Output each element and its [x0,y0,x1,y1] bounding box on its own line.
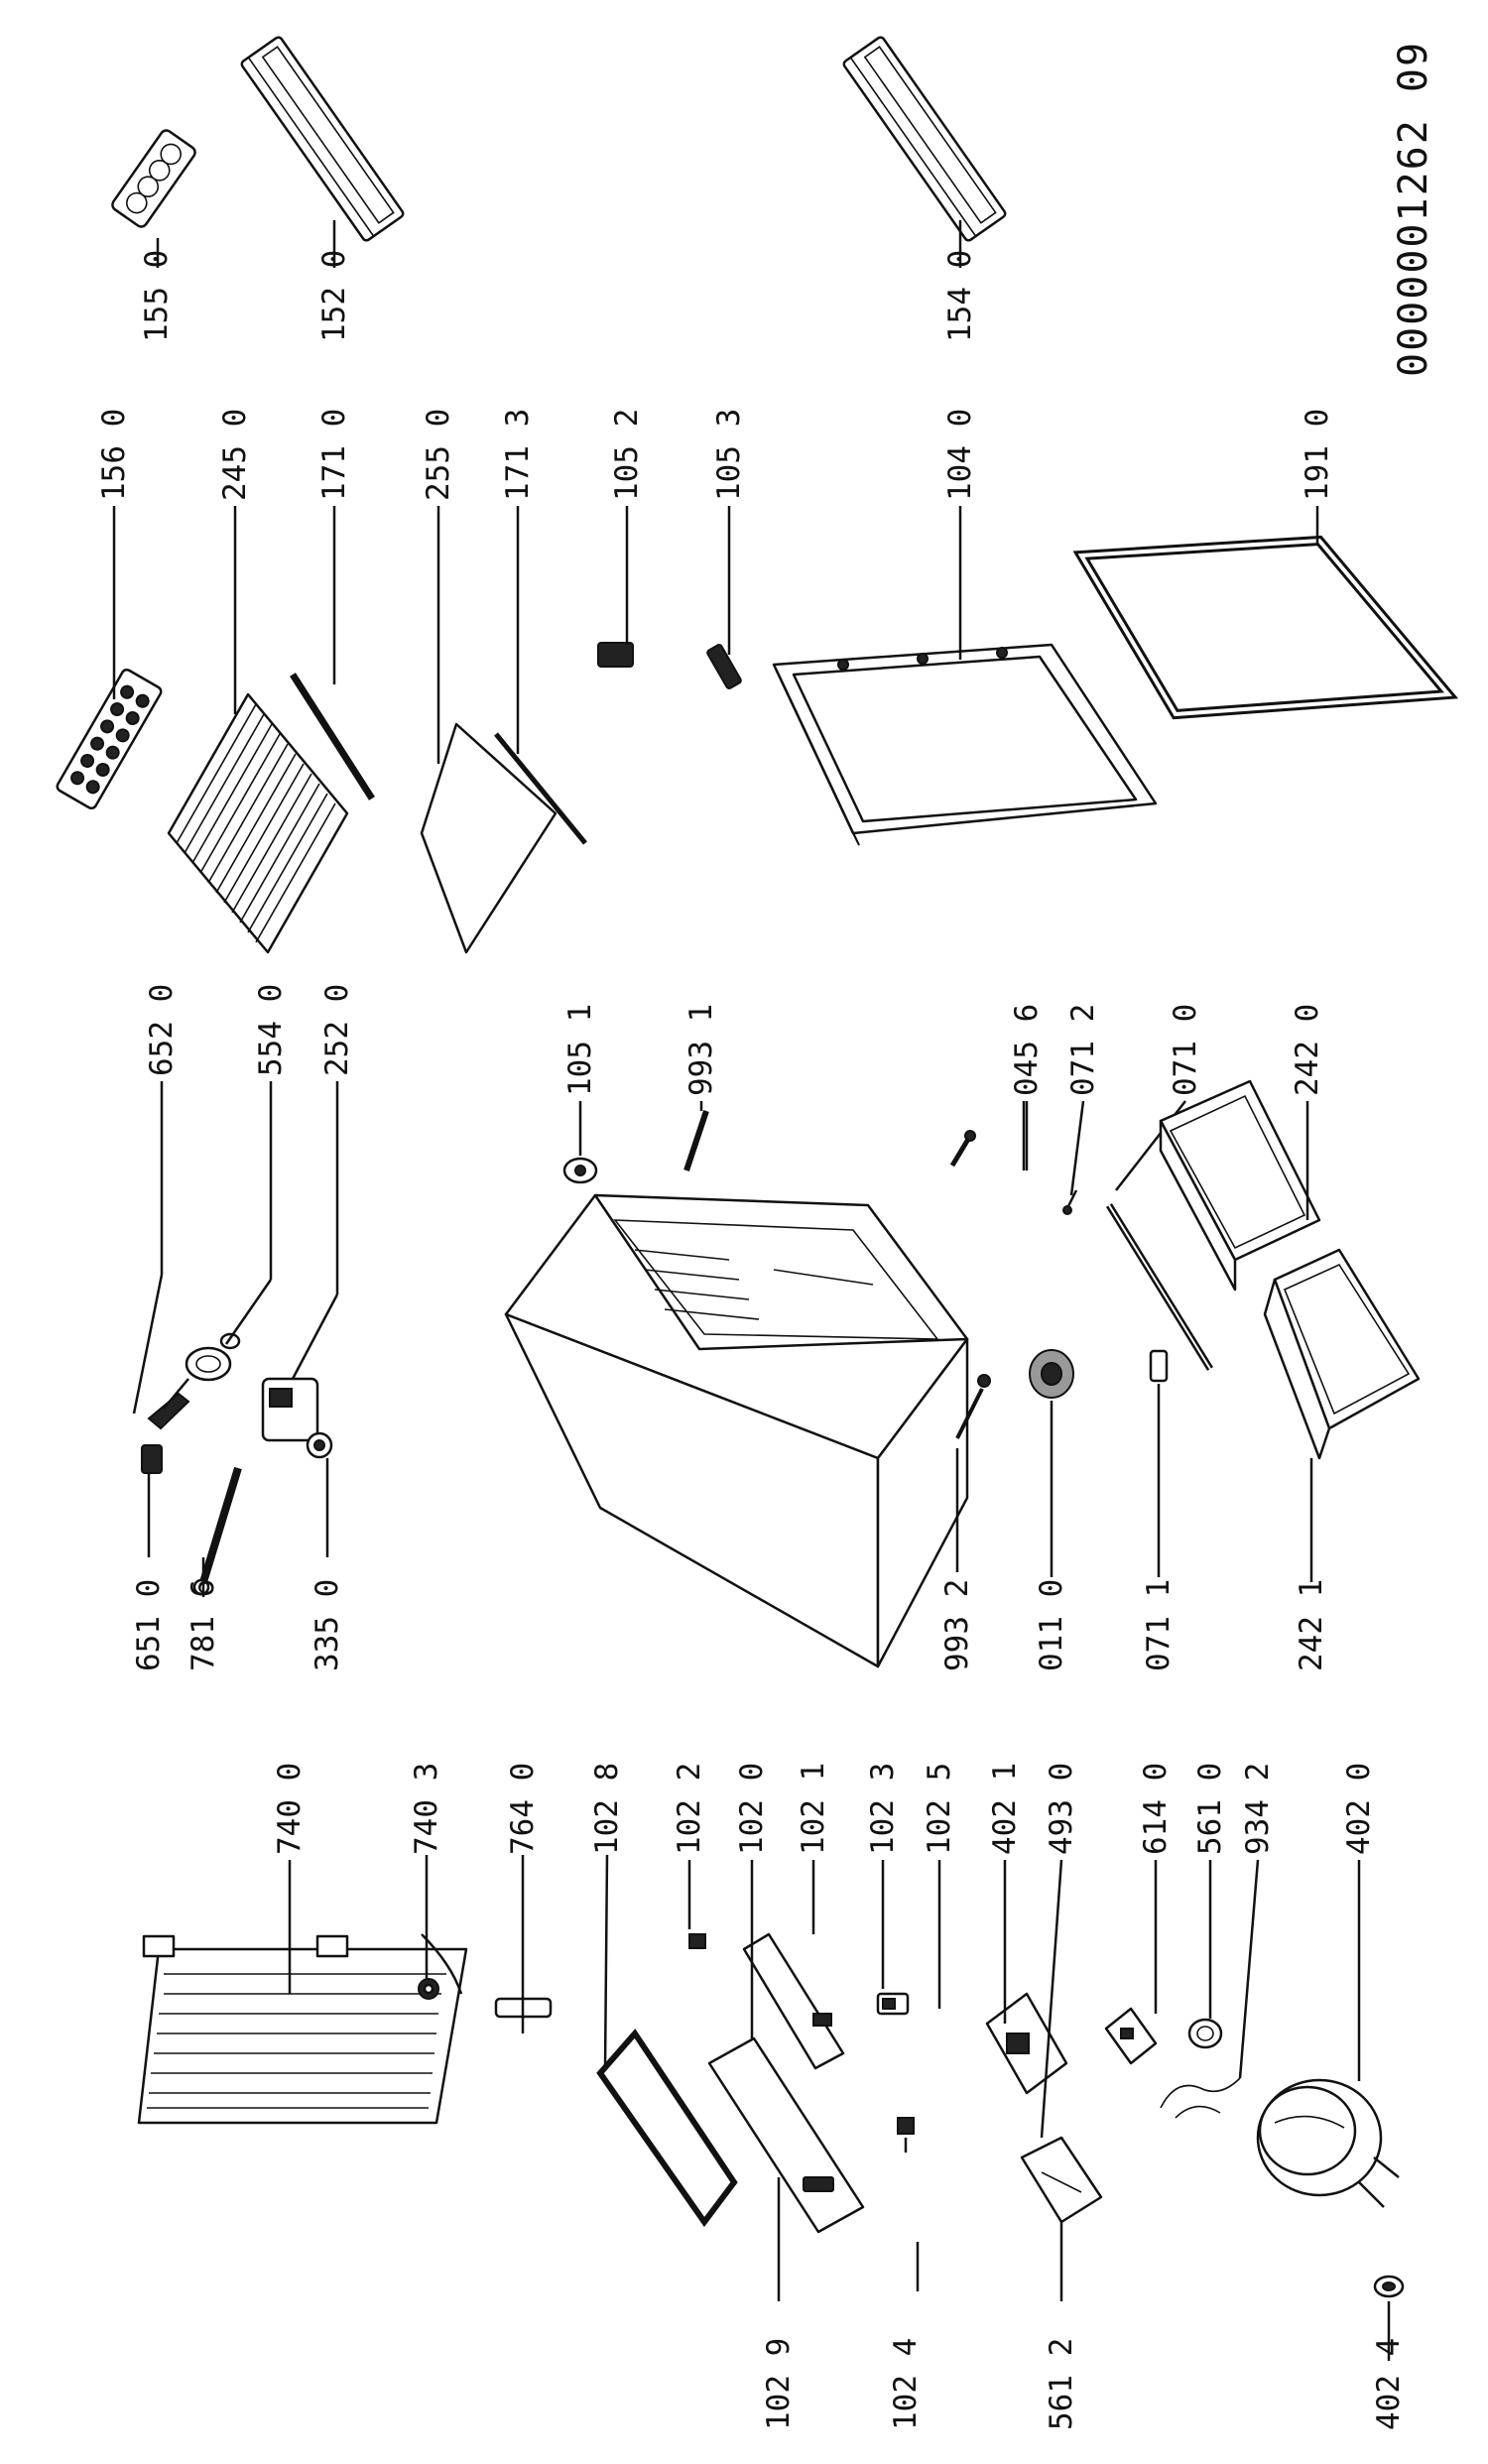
part-lamp-switch [876,1992,910,2016]
part-control-cover [742,1932,845,2070]
part-control-panel-seal [596,2029,738,2228]
part-shelf-trim-lower [494,732,587,845]
part-drain-cap [1029,1349,1074,1399]
part-screw-1 [683,1110,709,1171]
part-wire-shelf [167,692,349,954]
part-label-071-0: 071 0 [1168,1004,1203,1096]
part-label-561-0: 561 0 [1192,1763,1228,1855]
part-pin [1062,1189,1078,1215]
part-label-105-3: 105 3 [711,409,747,501]
part-hinge-upper [597,642,634,668]
part-hinge-pin-top [562,1157,598,1184]
part-egg-tray-large [56,668,163,810]
part-lamp-housing [261,1377,319,1442]
part-label-740-0: 740 0 [272,1763,308,1855]
part-relay [985,1992,1068,2095]
part-label-071-1: 071 1 [1141,1579,1177,1671]
part-switch-small [897,2117,915,2153]
part-label-402-4: 402 4 [1371,2338,1407,2430]
part-screw-2 [949,1130,976,1168]
part-crisper-large [1263,1248,1421,1460]
part-sensor-capillary [192,1466,242,1596]
part-compressor [1256,2078,1400,2208]
part-label-651-0: 651 0 [131,1579,167,1671]
part-hinge-lower [706,644,742,689]
part-thermostat [147,1378,190,1430]
part-label-740-3: 740 3 [409,1763,444,1855]
part-label-045-6: 045 6 [1009,1004,1045,1096]
part-crisper-small [1159,1079,1321,1292]
part-glass-shelf [420,722,558,954]
part-evaporator [137,1933,468,2125]
part-bar-clip [1149,1349,1169,1383]
part-start-capacitor [1187,2018,1223,2049]
document-id: 0000001262 09 [1391,41,1436,377]
part-door-bin-lower [842,36,1007,242]
part-label-781-6: 781 6 [186,1579,221,1671]
part-label-561-2: 561 2 [1044,2338,1079,2430]
part-label-652-0: 652 0 [144,984,180,1076]
part-label-402-1: 402 1 [987,1763,1023,1855]
part-label-104-0: 104 0 [942,409,978,501]
part-door-bar [1106,1203,1213,1371]
part-label-993-2: 993 2 [939,1579,975,1671]
part-shelf-trim-upper [290,673,375,801]
part-label-102-1: 102 1 [796,1763,831,1855]
part-thermostat-contact [688,1933,706,1949]
part-door-bin-upper [240,36,405,242]
part-control-panel [707,2036,865,2234]
part-label-191-0: 191 0 [1300,409,1335,501]
part-label-154-0: 154 0 [942,250,978,342]
part-lamp-cover [494,1984,553,2033]
part-wiring [1160,2077,1241,2119]
part-label-102-0: 102 0 [734,1763,770,1855]
part-label-102-5: 102 5 [922,1763,957,1855]
part-thermostat-bulb-holder [141,1444,163,1493]
part-label-152-0: 152 0 [316,250,352,342]
part-egg-tray-small [111,129,196,228]
part-door-gasket [1072,535,1459,720]
part-label-614-0: 614 0 [1138,1763,1174,1855]
part-label-102-4: 102 4 [888,2338,924,2430]
part-label-011-0: 011 0 [1034,1579,1069,1671]
part-label-993-1: 993 1 [683,1004,719,1096]
part-label-102-2: 102 2 [672,1763,707,1855]
part-label-156-0: 156 0 [96,409,132,501]
part-label-171-0: 171 0 [316,409,352,501]
part-thermostat-knob [185,1332,241,1382]
part-label-071-2: 071 2 [1065,1004,1101,1096]
part-label-255-0: 255 0 [421,409,456,501]
part-label-245-0: 245 0 [217,409,253,501]
part-label-335-0: 335 0 [310,1579,345,1671]
part-cabinet [504,1193,969,1668]
part-label-554-0: 554 0 [253,984,289,1076]
part-label-252-0: 252 0 [319,984,355,1076]
part-drain-tube [418,1978,439,2000]
part-label-242-1: 242 1 [1294,1579,1329,1671]
part-foot [955,1374,991,1439]
part-label-493-0: 493 0 [1044,1763,1079,1855]
part-overload-protector [1104,2007,1158,2065]
part-compressor-grommet [1373,2275,1405,2298]
part-light-bulb [306,1431,333,1459]
part-relay-housing [1020,2136,1103,2224]
part-label-105-2: 105 2 [609,409,645,501]
part-label-242-0: 242 0 [1290,1004,1325,1096]
part-door [772,643,1158,846]
part-label-764-0: 764 0 [505,1763,541,1855]
part-label-934-2: 934 2 [1240,1763,1276,1855]
part-label-102-9: 102 9 [761,2338,797,2430]
part-label-402-0: 402 0 [1341,1763,1377,1855]
part-label-171-3: 171 3 [500,409,536,501]
part-label-102-3: 102 3 [865,1763,901,1855]
part-label-105-1: 105 1 [562,1004,598,1096]
part-label-155-0: 155 0 [139,250,175,342]
part-label-102-8: 102 8 [589,1763,625,1855]
